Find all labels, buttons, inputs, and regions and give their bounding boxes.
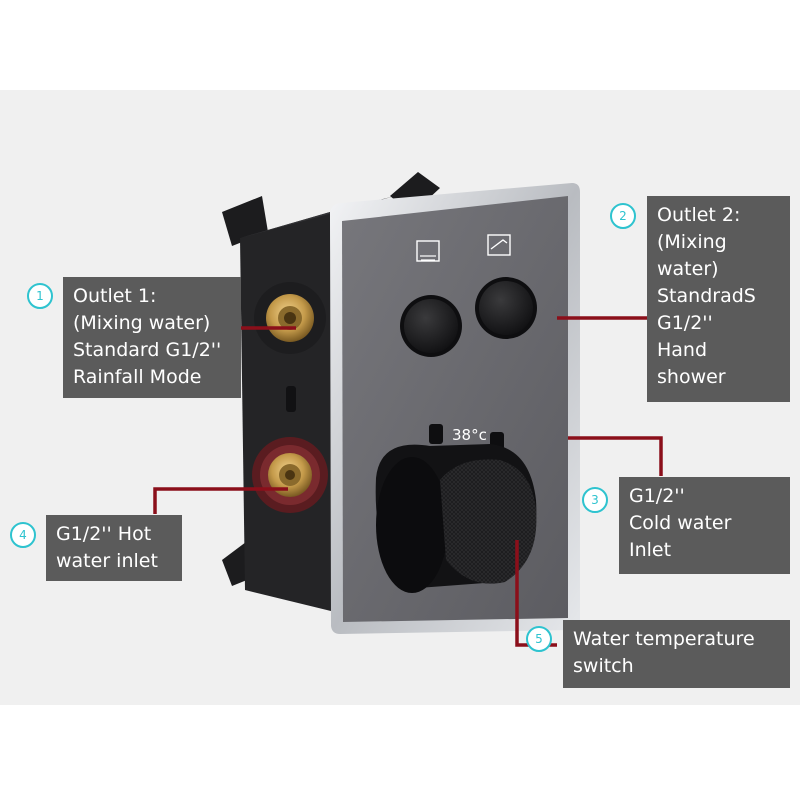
callout-outlet-1: Outlet 1: (Mixing water) Standard G1/2''…: [63, 277, 241, 398]
outlet-2-button: [475, 277, 537, 339]
callout-line: Cold water: [629, 512, 732, 534]
callout-3-badge: 3: [582, 487, 608, 513]
callout-line: water): [657, 258, 719, 280]
callout-line: (Mixing water): [73, 312, 211, 334]
callout-line: Outlet 1:: [73, 285, 157, 307]
callout-1-badge: 1: [27, 283, 53, 309]
callout-cold-inlet: G1/2'' Cold water Inlet: [619, 477, 790, 574]
callout-line: G1/2'' Hot: [56, 523, 152, 545]
callout-line: switch: [573, 655, 634, 677]
callout-line: StandradS: [657, 285, 756, 307]
callout-5-badge: 5: [526, 626, 552, 652]
temperature-knob: [375, 444, 537, 593]
callout-line: Rainfall Mode: [73, 366, 202, 388]
rainfall-icon: [416, 240, 440, 262]
callout-temperature-switch: Water temperature switch: [563, 620, 790, 688]
leader-line-4: [153, 487, 288, 514]
callout-line: shower: [657, 366, 726, 388]
callout-line: Inlet: [629, 539, 672, 561]
callout-outlet-2: Outlet 2: (Mixing water) StandradS G1/2'…: [647, 196, 790, 402]
callout-line: (Mixing: [657, 231, 727, 253]
outlet-1-button: [400, 295, 462, 357]
callout-line: Outlet 2:: [657, 204, 741, 226]
callout-line: Standard G1/2'': [73, 339, 222, 361]
hand-shower-icon: [487, 234, 511, 256]
callout-4-badge: 4: [10, 522, 36, 548]
temperature-stop-pin: [429, 424, 443, 444]
leader-line-3: [568, 436, 663, 476]
callout-hot-inlet: G1/2'' Hot water inlet: [46, 515, 182, 581]
temperature-mark: 38°c: [452, 426, 487, 444]
callout-line: Water temperature: [573, 628, 755, 650]
callout-line: water inlet: [56, 550, 158, 572]
callout-line: G1/2'': [657, 312, 713, 334]
callout-2-badge: 2: [610, 203, 636, 229]
callout-line: Hand: [657, 339, 708, 361]
callout-line: G1/2'': [629, 485, 685, 507]
